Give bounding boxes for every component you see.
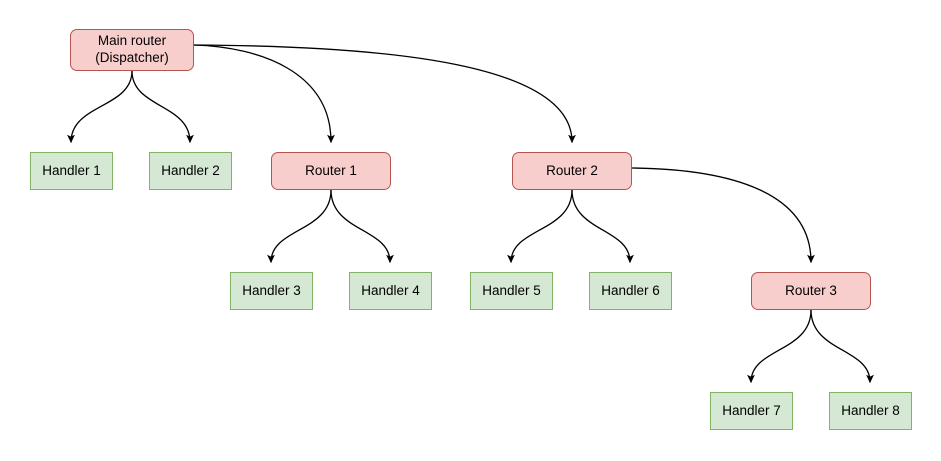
edge-main-to-handler-1 (67, 70, 133, 144)
node-label-handler-7: Handler 7 (722, 402, 781, 418)
edge-router-2-to-handler-6 (571, 189, 634, 264)
node-label-handler-1: Handler 1 (42, 162, 101, 178)
node-label-handler-3: Handler 3 (242, 282, 301, 298)
node-handler-8[interactable]: Handler 8 (829, 392, 912, 430)
edge-main-to-router-1 (193, 44, 335, 144)
node-label-handler-5: Handler 5 (482, 282, 541, 298)
edge-router-3-to-handler-8 (810, 309, 874, 384)
node-label-main-router: Main router (Dispatcher) (95, 33, 169, 65)
node-handler-6[interactable]: Handler 6 (589, 272, 672, 310)
node-handler-1[interactable]: Handler 1 (30, 152, 113, 190)
edge-router-2-to-router-3 (631, 167, 815, 264)
node-handler-2[interactable]: Handler 2 (149, 152, 232, 190)
node-handler-3[interactable]: Handler 3 (230, 272, 313, 310)
node-label-handler-6: Handler 6 (601, 282, 660, 298)
node-router-1[interactable]: Router 1 (271, 152, 391, 190)
node-label-router-2: Router 2 (546, 162, 598, 178)
edge-router-1-to-handler-3 (267, 189, 332, 264)
node-label-router-1: Router 1 (305, 162, 357, 178)
edge-router-2-to-handler-5 (507, 189, 573, 264)
node-main-router[interactable]: Main router (Dispatcher) (70, 29, 194, 71)
edge-main-to-handler-2 (131, 70, 194, 144)
node-label-handler-8: Handler 8 (841, 402, 900, 418)
node-label-router-3: Router 3 (785, 282, 837, 298)
node-handler-4[interactable]: Handler 4 (349, 272, 432, 310)
node-handler-7[interactable]: Handler 7 (710, 392, 793, 430)
node-router-3[interactable]: Router 3 (751, 272, 871, 310)
edge-router-3-to-handler-7 (747, 309, 812, 384)
edge-main-to-router-2 (193, 44, 576, 144)
edge-router-1-to-handler-4 (330, 189, 394, 264)
node-router-2[interactable]: Router 2 (512, 152, 632, 190)
node-label-handler-4: Handler 4 (361, 282, 420, 298)
node-label-handler-2: Handler 2 (161, 162, 220, 178)
node-handler-5[interactable]: Handler 5 (470, 272, 553, 310)
